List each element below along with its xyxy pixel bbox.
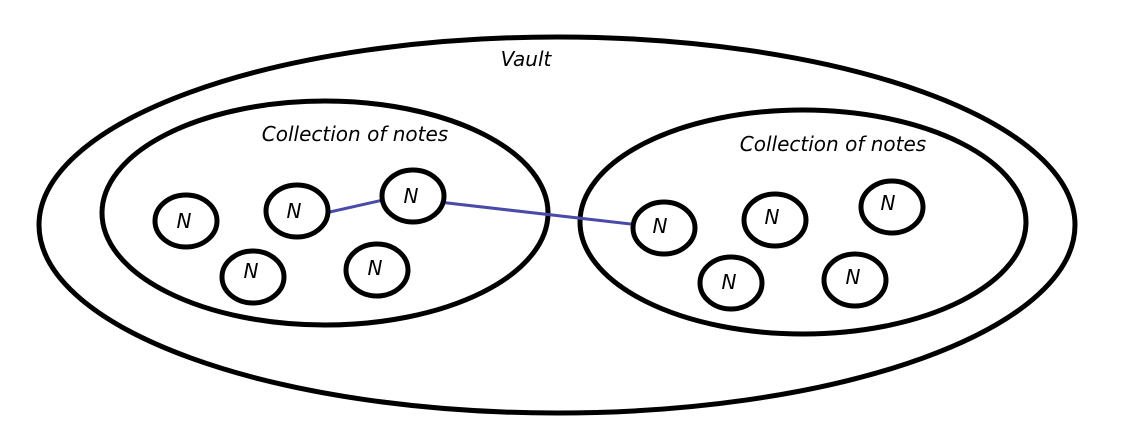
note-node: N (263, 182, 331, 240)
note-label: N (404, 184, 419, 208)
note-label: N (722, 270, 737, 294)
note-label: N (368, 256, 383, 280)
links-group (310, 196, 650, 228)
note-label: N (177, 209, 192, 233)
link (428, 199, 650, 228)
note-circle (379, 167, 447, 225)
note-circle (858, 178, 926, 236)
note-circle (821, 251, 889, 309)
note-label: N (881, 191, 896, 215)
collection-ellipse-left (99, 98, 551, 328)
collection-label-right: Collection of notes (740, 132, 926, 156)
note-circle (741, 191, 809, 249)
note-node: N (630, 199, 698, 257)
note-node: N (741, 191, 809, 249)
note-circle (343, 241, 411, 299)
note-label: N (244, 259, 259, 283)
note-circle (219, 248, 287, 306)
note-circle (630, 199, 698, 257)
note-node: N (858, 178, 926, 236)
collection-ellipse-right (577, 107, 1029, 337)
note-circle (697, 254, 765, 312)
vault-ellipse (36, 34, 1078, 416)
collection-label-left: Collection of notes (262, 122, 448, 146)
note-node: N (697, 254, 765, 312)
note-label: N (765, 205, 780, 229)
note-node: N (379, 167, 447, 225)
note-node: N (219, 248, 287, 306)
note-node: N (343, 241, 411, 299)
note-circle (152, 192, 220, 250)
vault-label: Vault (501, 47, 553, 71)
note-label: N (287, 199, 302, 223)
note-label: N (846, 265, 861, 289)
note-label: N (653, 214, 668, 238)
note-circle (263, 182, 331, 240)
note-node: N (821, 251, 889, 309)
note-node: N (152, 192, 220, 250)
